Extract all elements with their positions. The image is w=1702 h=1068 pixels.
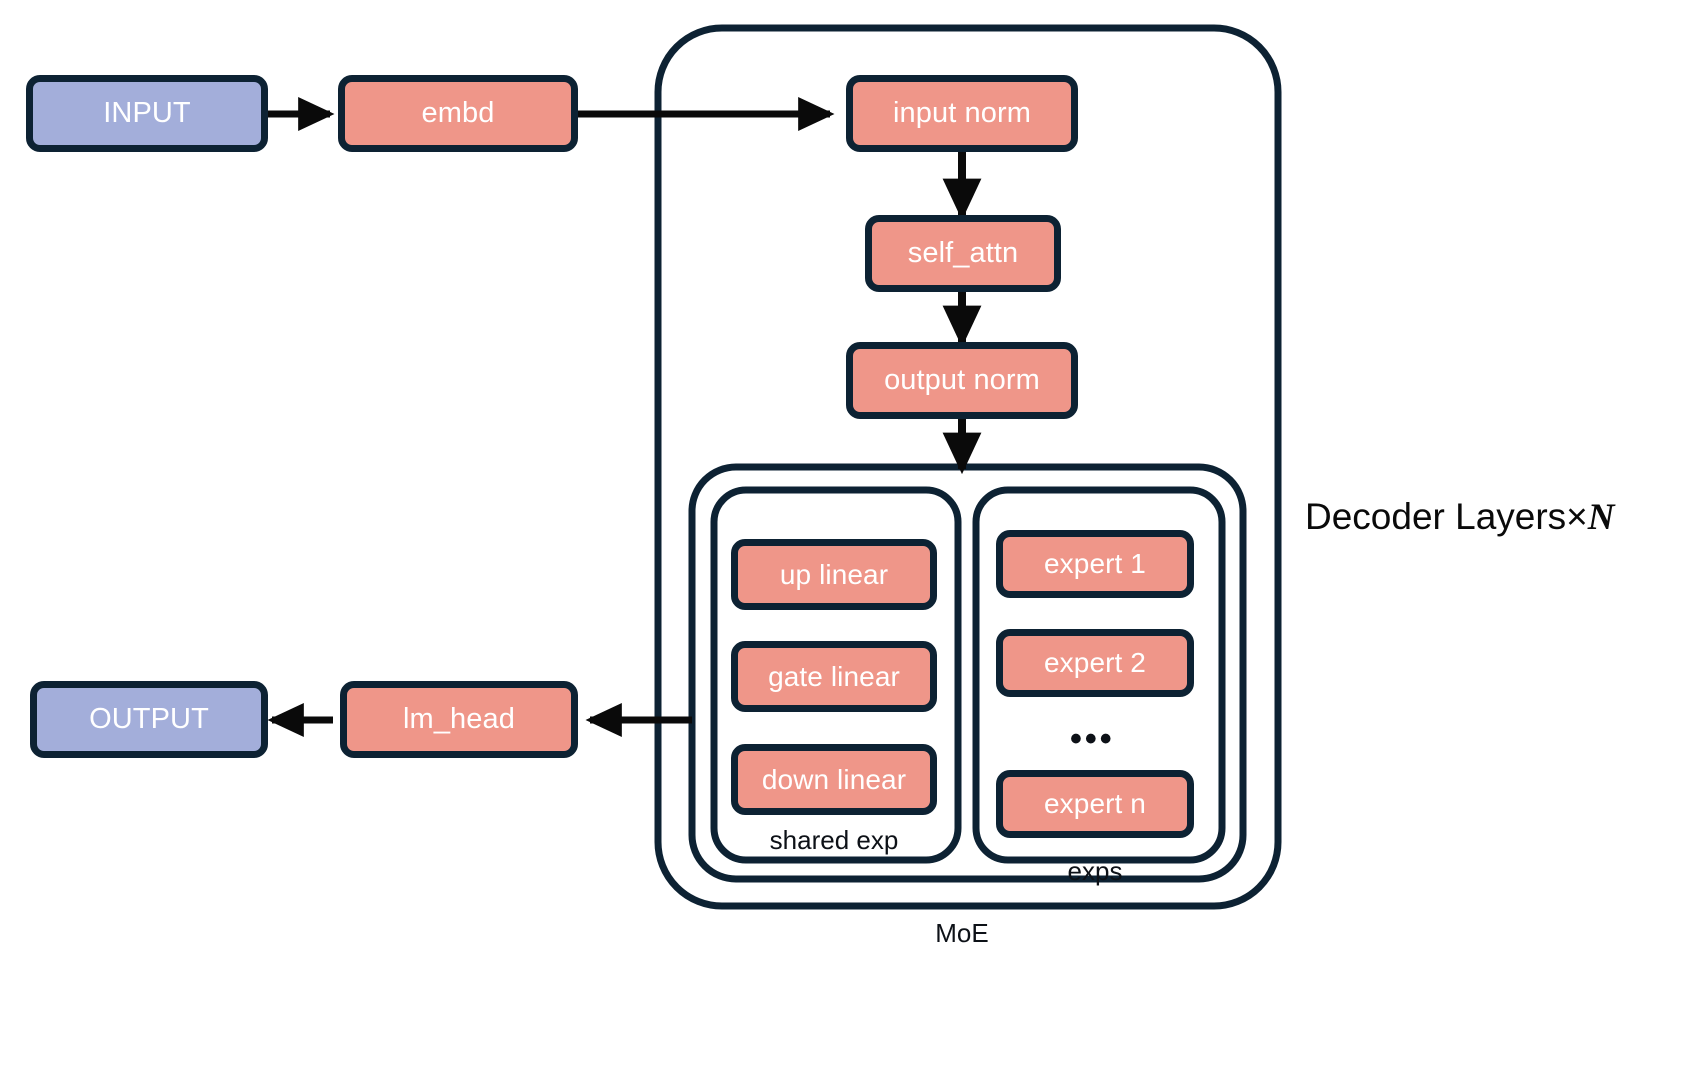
experts-ellipsis: ••• — [1070, 720, 1115, 758]
node-embd[interactable]: embd — [338, 75, 578, 152]
decoder-layers-count-var: N — [1587, 497, 1615, 538]
node-input-label: INPUT — [103, 97, 191, 129]
node-up-linear-label: up linear — [779, 558, 889, 590]
node-input-norm[interactable]: input norm — [846, 75, 1078, 152]
node-expert-1[interactable]: expert 1 — [996, 530, 1194, 598]
node-expert-2[interactable]: expert 2 — [996, 629, 1194, 697]
node-lm-head[interactable]: lm_head — [340, 681, 578, 758]
decoder-layers-annotation: Decoder Layers×N — [1305, 498, 1615, 536]
node-down-linear-label: down linear — [761, 763, 907, 795]
node-embd-label: embd — [421, 97, 495, 129]
shared-expert-label: shared exp — [769, 825, 899, 855]
node-self-attn-label: self_attn — [907, 237, 1019, 269]
node-output-norm-label: output norm — [884, 364, 1040, 396]
node-down-linear[interactable]: down linear — [731, 744, 937, 815]
node-input[interactable]: INPUT — [26, 75, 268, 152]
node-output[interactable]: OUTPUT — [30, 681, 268, 758]
node-expert-1-label: expert 1 — [1044, 548, 1146, 579]
node-gate-linear-label: gate linear — [768, 660, 900, 692]
node-input-norm-label: input norm — [892, 97, 1031, 129]
node-expert-n-label: expert n — [1044, 788, 1146, 819]
node-expert-n[interactable]: expert n — [996, 770, 1194, 838]
node-output-norm[interactable]: output norm — [846, 342, 1078, 419]
decoder-layers-text: Decoder Layers× — [1305, 496, 1588, 537]
node-gate-linear[interactable]: gate linear — [731, 641, 937, 712]
node-output-label: OUTPUT — [89, 703, 209, 735]
node-lm-head-label: lm_head — [403, 703, 515, 735]
node-expert-2-label: expert 2 — [1044, 647, 1146, 678]
moe-label: MoE — [935, 918, 989, 948]
node-self-attn[interactable]: self_attn — [865, 215, 1061, 292]
node-up-linear[interactable]: up linear — [731, 539, 937, 610]
routed-experts-label: exps — [1067, 856, 1123, 886]
